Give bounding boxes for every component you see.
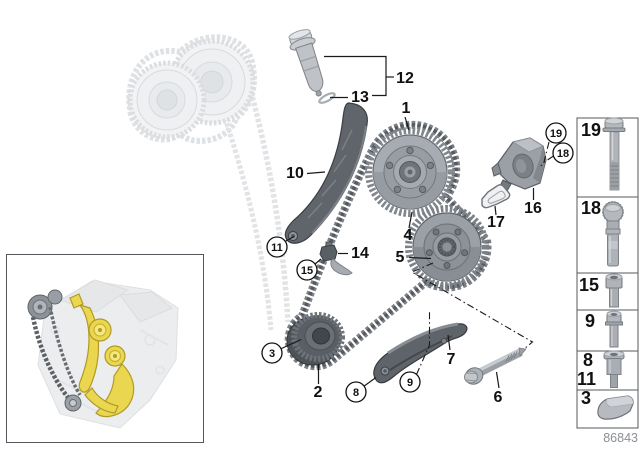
callout-7[interactable]: 7: [447, 351, 456, 368]
svg-text:9: 9: [585, 311, 595, 331]
stepped-socket-bolt-icon: [603, 350, 625, 388]
diagram-number: 86843: [603, 431, 638, 445]
legend-item-18[interactable]: 18: [576, 196, 639, 274]
callout-12[interactable]: 12: [396, 70, 414, 87]
callout-circled-3[interactable]: 3: [261, 342, 283, 364]
svg-text:11: 11: [271, 242, 283, 254]
callouts-plain: 12 13 1 10 4 5 14 2 7 6 16 17: [286, 70, 542, 406]
svg-text:19: 19: [550, 128, 562, 140]
highlighted-parts: [69, 293, 135, 418]
chain-tensioner-12: [288, 29, 324, 97]
callout-4[interactable]: 4: [404, 227, 413, 244]
svg-text:11: 11: [577, 369, 596, 389]
legend-item-3[interactable]: 3: [576, 388, 639, 429]
callout-17[interactable]: 17: [487, 214, 505, 231]
cover-16: [491, 137, 547, 192]
sealing-ring-13: [318, 92, 336, 104]
leader-lines: [281, 55, 554, 389]
tensioning-pad-14: [319, 241, 353, 276]
callout-circled-11[interactable]: 11: [266, 236, 288, 258]
round-head-bolt-large-icon: [602, 201, 624, 267]
callout-13[interactable]: 13: [351, 89, 369, 106]
callout-circled-18[interactable]: 18: [552, 142, 574, 164]
callout-circled-15[interactable]: 15: [296, 259, 318, 281]
legend-column: 19 18: [576, 117, 639, 429]
vanos-gear-upper: [365, 127, 455, 217]
callout-circled-9[interactable]: 9: [399, 371, 421, 393]
vanos-gear-lower: [405, 205, 489, 289]
svg-text:18: 18: [557, 148, 569, 160]
callout-10[interactable]: 10: [286, 165, 304, 182]
svg-text:8: 8: [583, 350, 593, 370]
ghost-camshaft-gears: [126, 34, 291, 331]
callout-6[interactable]: 6: [494, 389, 503, 406]
svg-text:18: 18: [581, 198, 601, 218]
callouts-circled: 11 15 3 8 9 19 18: [261, 122, 574, 403]
guide-rail-7: [373, 322, 468, 384]
legend-item-9[interactable]: 9: [576, 309, 639, 352]
callout-1[interactable]: 1: [402, 100, 411, 117]
callout-circled-8[interactable]: 8: [345, 381, 367, 403]
woodruff-key-icon: [597, 395, 634, 420]
guide-rail-10: [284, 102, 368, 244]
svg-text:9: 9: [407, 377, 413, 389]
callout-5[interactable]: 5: [396, 249, 405, 266]
callout-2[interactable]: 2: [314, 384, 323, 401]
socket-head-bolt-small-icon: [605, 310, 623, 348]
engine-thumbnail: [6, 254, 204, 443]
svg-text:3: 3: [269, 348, 275, 360]
legend-item-8-11[interactable]: 8 11: [576, 350, 639, 391]
legend-item-19[interactable]: 19: [576, 117, 639, 198]
hex-flange-bolt-long-icon: [602, 117, 626, 191]
svg-text:15: 15: [301, 265, 313, 277]
callout-circled-19[interactable]: 19: [545, 122, 567, 144]
callout-16[interactable]: 16: [524, 200, 542, 217]
legend-item-15[interactable]: 15: [576, 272, 639, 311]
svg-text:3: 3: [581, 388, 591, 408]
svg-text:15: 15: [579, 275, 599, 295]
bolt-6: [464, 347, 527, 385]
gasket-17: [481, 184, 511, 209]
svg-text:8: 8: [353, 387, 359, 399]
thumbnail-cam-drive: [27, 289, 82, 412]
svg-text:19: 19: [581, 120, 601, 140]
crankshaft-sprocket-2: [286, 312, 345, 366]
socket-head-bolt-icon: [605, 273, 623, 308]
callout-14[interactable]: 14: [351, 245, 369, 262]
